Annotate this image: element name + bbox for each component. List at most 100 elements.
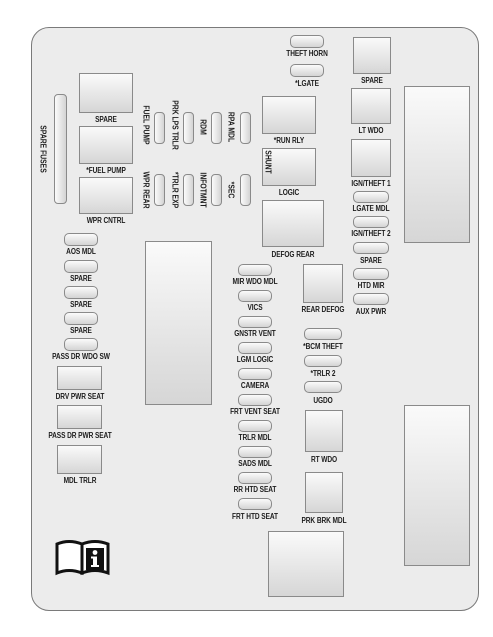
label-pass-dr-wdo-sw: PASS DR WDO SW — [52, 352, 110, 361]
fuse-lgate-mdl[interactable] — [353, 191, 389, 203]
label-shunt: SHUNT — [263, 150, 273, 174]
fuse-spare-right[interactable] — [353, 242, 389, 254]
fuse-sads-mdl[interactable] — [238, 446, 272, 458]
relay-lt-wdo[interactable] — [351, 88, 391, 124]
fuse-ugdo[interactable] — [304, 381, 342, 393]
label-rear-defog: REAR DEFOG — [301, 305, 345, 314]
relay-spare-top[interactable] — [353, 37, 391, 74]
label-spare-fuses: SPARE FUSES — [38, 125, 48, 173]
label-drv-pwr-seat: DRV PWR SEAT — [55, 392, 105, 401]
relay-defog-rear[interactable] — [262, 200, 324, 247]
label-spare-right: SPARE — [360, 256, 382, 265]
fuse-lgate[interactable] — [290, 64, 324, 77]
label-htd-mir: HTD MIR — [357, 281, 385, 290]
relay-rt-wdo[interactable] — [305, 410, 343, 452]
fuse-lgm-logic[interactable] — [238, 342, 272, 354]
label-aos-mdl: AOS MDL — [66, 247, 96, 256]
relay-ign-theft-1[interactable] — [351, 139, 391, 177]
label-ign-theft-2: IGN/THEFT 2 — [351, 229, 391, 238]
fuse-aux-pwr[interactable] — [353, 293, 389, 305]
label-infotmnt: INFOTMNT — [198, 172, 208, 208]
label-aux-pwr: AUX PWR — [355, 307, 387, 316]
breaker-pass-dr-pwr-seat[interactable] — [57, 405, 102, 429]
fuse-spare-1[interactable] — [64, 260, 98, 273]
fuse-ign-theft-2[interactable] — [353, 216, 389, 228]
label-lgate-mdl: LGATE MDL — [352, 204, 390, 213]
fuse-pass-dr-wdo-sw[interactable] — [64, 338, 98, 351]
label-logic: LOGIC — [278, 188, 300, 197]
label-rt-wdo: RT WDO — [310, 455, 338, 464]
label-spare-relay: SPARE — [95, 115, 117, 124]
relay-mdl-trlr[interactable] — [57, 445, 102, 474]
relay-run[interactable] — [262, 96, 316, 134]
relay-spare[interactable] — [79, 73, 133, 113]
label-fuel-pump-relay: *FUEL PUMP — [86, 166, 126, 175]
fuse-rpa-mdl[interactable] — [240, 112, 251, 144]
fuse-rr-htd-seat[interactable] — [238, 472, 272, 484]
label-wpr-cntrl: WPR CNTRL — [86, 216, 126, 225]
relay-logic[interactable] — [262, 148, 316, 186]
label-spare-1: SPARE — [70, 274, 92, 283]
fuse-mir-wdo-mdl[interactable] — [238, 264, 272, 276]
label-sec: *SEC — [226, 181, 236, 199]
fuse-fuel-pump[interactable] — [154, 112, 165, 144]
label-rr-htd-seat: RR HTD SEAT — [233, 485, 277, 494]
module-slot-left — [145, 241, 212, 405]
label-wpr-rear: WPR REAR — [141, 171, 151, 209]
fuse-prk-lps-trlr[interactable] — [183, 112, 194, 144]
spare-fuses-strip[interactable] — [54, 94, 67, 204]
label-ugdo: UGDO — [313, 396, 333, 405]
module-slot-bottom — [268, 531, 344, 597]
label-rdm: RDM — [198, 119, 208, 135]
label-mir-wdo-mdl: MIR WDO MDL — [232, 277, 278, 286]
label-lgm-logic: LGM LOGIC — [236, 355, 274, 364]
label-spare-3: SPARE — [70, 326, 92, 335]
fuse-frt-htd-seat[interactable] — [238, 498, 272, 510]
label-theft-horn: THEFT HORN — [286, 49, 328, 58]
fuse-theft-horn[interactable] — [290, 35, 324, 48]
label-vics: VICS — [247, 303, 263, 312]
fuse-wpr-rear[interactable] — [154, 174, 165, 206]
label-prk-brk-mdl: PRK BRK MDL — [301, 516, 347, 525]
fuse-rdm[interactable] — [211, 112, 222, 144]
fuse-spare-2[interactable] — [64, 286, 98, 299]
module-slot-right-lower — [404, 405, 470, 566]
owner-manual-info-icon — [55, 540, 110, 576]
label-trlr-2: *TRLR 2 — [310, 369, 336, 378]
fuse-vics[interactable] — [238, 290, 272, 302]
label-spare-2: SPARE — [70, 300, 92, 309]
label-trlr-exp: *TRLR EXP — [170, 171, 180, 209]
fuse-bcm-theft[interactable] — [304, 328, 342, 340]
fuse-trlr-mdl[interactable] — [238, 420, 272, 432]
fuse-trlr-exp[interactable] — [183, 174, 194, 206]
fuse-sec[interactable] — [240, 174, 251, 206]
label-fuel-pump-fuse: FUEL PUMP — [141, 105, 151, 145]
label-spare-top: SPARE — [361, 76, 383, 85]
label-run-rly: *RUN RLY — [273, 136, 305, 145]
fuse-camera[interactable] — [238, 368, 272, 380]
relay-fuel-pump[interactable] — [79, 126, 133, 164]
fuse-trlr-2[interactable] — [304, 355, 342, 367]
relay-prk-brk-mdl[interactable] — [305, 472, 343, 513]
label-rpa-mdl: RPA MDL — [226, 111, 236, 143]
label-lt-wdo: LT WDO — [358, 126, 384, 135]
label-sads-mdl: SADS MDL — [238, 459, 272, 468]
label-mdl-trlr: MDL TRLR — [63, 476, 97, 485]
fuse-spare-3[interactable] — [64, 312, 98, 325]
fuse-htd-mir[interactable] — [353, 268, 389, 280]
label-gnstr-vent: GNSTR VENT — [234, 329, 276, 338]
label-frt-vent-seat: FRT VENT SEAT — [230, 407, 280, 416]
label-pass-dr-pwr-seat: PASS DR PWR SEAT — [48, 431, 112, 440]
module-slot-right-upper — [404, 86, 470, 243]
label-lgate: *LGATE — [295, 79, 319, 88]
fuse-gnstr-vent[interactable] — [238, 316, 272, 328]
label-frt-htd-seat: FRT HTD SEAT — [232, 512, 278, 521]
fuse-aos-mdl[interactable] — [64, 233, 98, 246]
relay-wpr-cntrl[interactable] — [79, 177, 133, 214]
label-defog-rear: DEFOG REAR — [271, 250, 315, 259]
label-bcm-theft: *BCM THEFT — [303, 342, 343, 351]
relay-rear-defog[interactable] — [303, 264, 343, 303]
breaker-drv-pwr-seat[interactable] — [57, 366, 102, 390]
fuse-infotmnt[interactable] — [211, 174, 222, 206]
fuse-frt-vent-seat[interactable] — [238, 394, 272, 406]
